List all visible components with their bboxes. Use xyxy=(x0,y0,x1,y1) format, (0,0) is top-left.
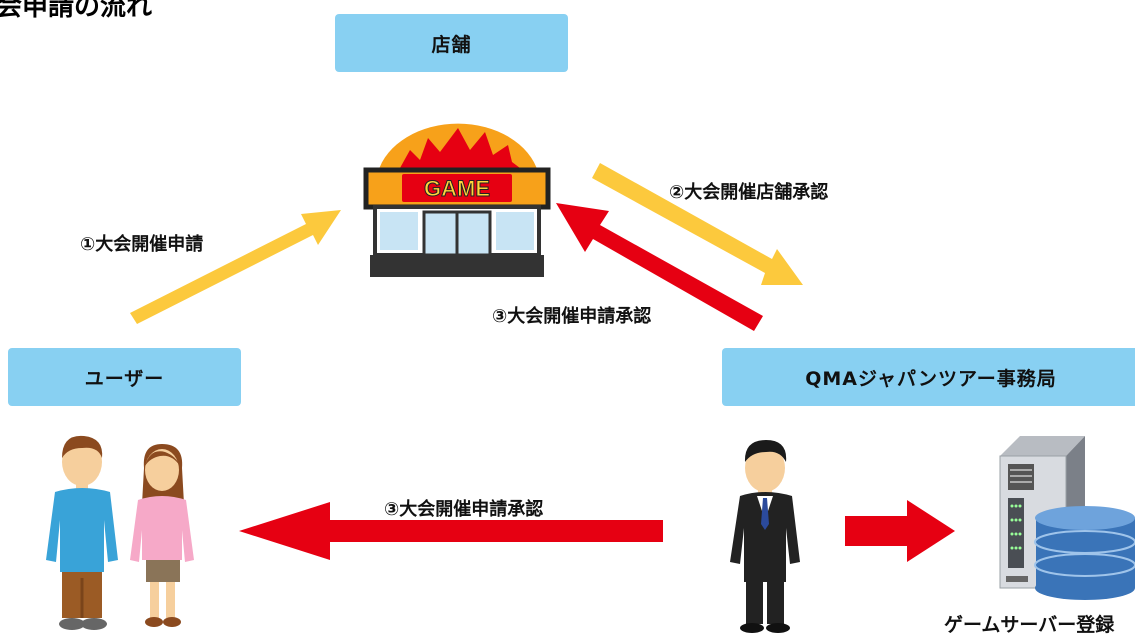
server-registration-label: ゲームサーバー登録 xyxy=(944,614,1115,636)
store-box: 店舗 xyxy=(335,14,568,72)
game-store-icon: GAME xyxy=(363,123,551,277)
step-store-approval-label: ②大会開催店舗承認 xyxy=(669,182,829,203)
office-box: QMAジャパンツアー事務局 xyxy=(722,348,1135,406)
svg-text:GAME: GAME xyxy=(424,176,490,201)
arrow-office-to-user xyxy=(239,502,663,560)
arrow-office-to-store xyxy=(556,203,763,331)
arrow-store-to-office xyxy=(592,163,803,285)
diagram-title: 会申請の流れ xyxy=(0,0,153,22)
step-approval-to-user-label: ③大会開催申請承認 xyxy=(384,499,544,520)
server-database-icon xyxy=(999,436,1135,600)
step-apply-label: ①大会開催申請 xyxy=(80,234,204,255)
businessman-icon xyxy=(730,440,800,633)
arrow-staff-to-server xyxy=(845,500,955,562)
couple-icon xyxy=(46,435,194,630)
user-box: ユーザー xyxy=(8,348,241,406)
step-approval-to-store-label: ③大会開催申請承認 xyxy=(492,306,652,327)
arrow-user-to-store xyxy=(130,210,341,324)
